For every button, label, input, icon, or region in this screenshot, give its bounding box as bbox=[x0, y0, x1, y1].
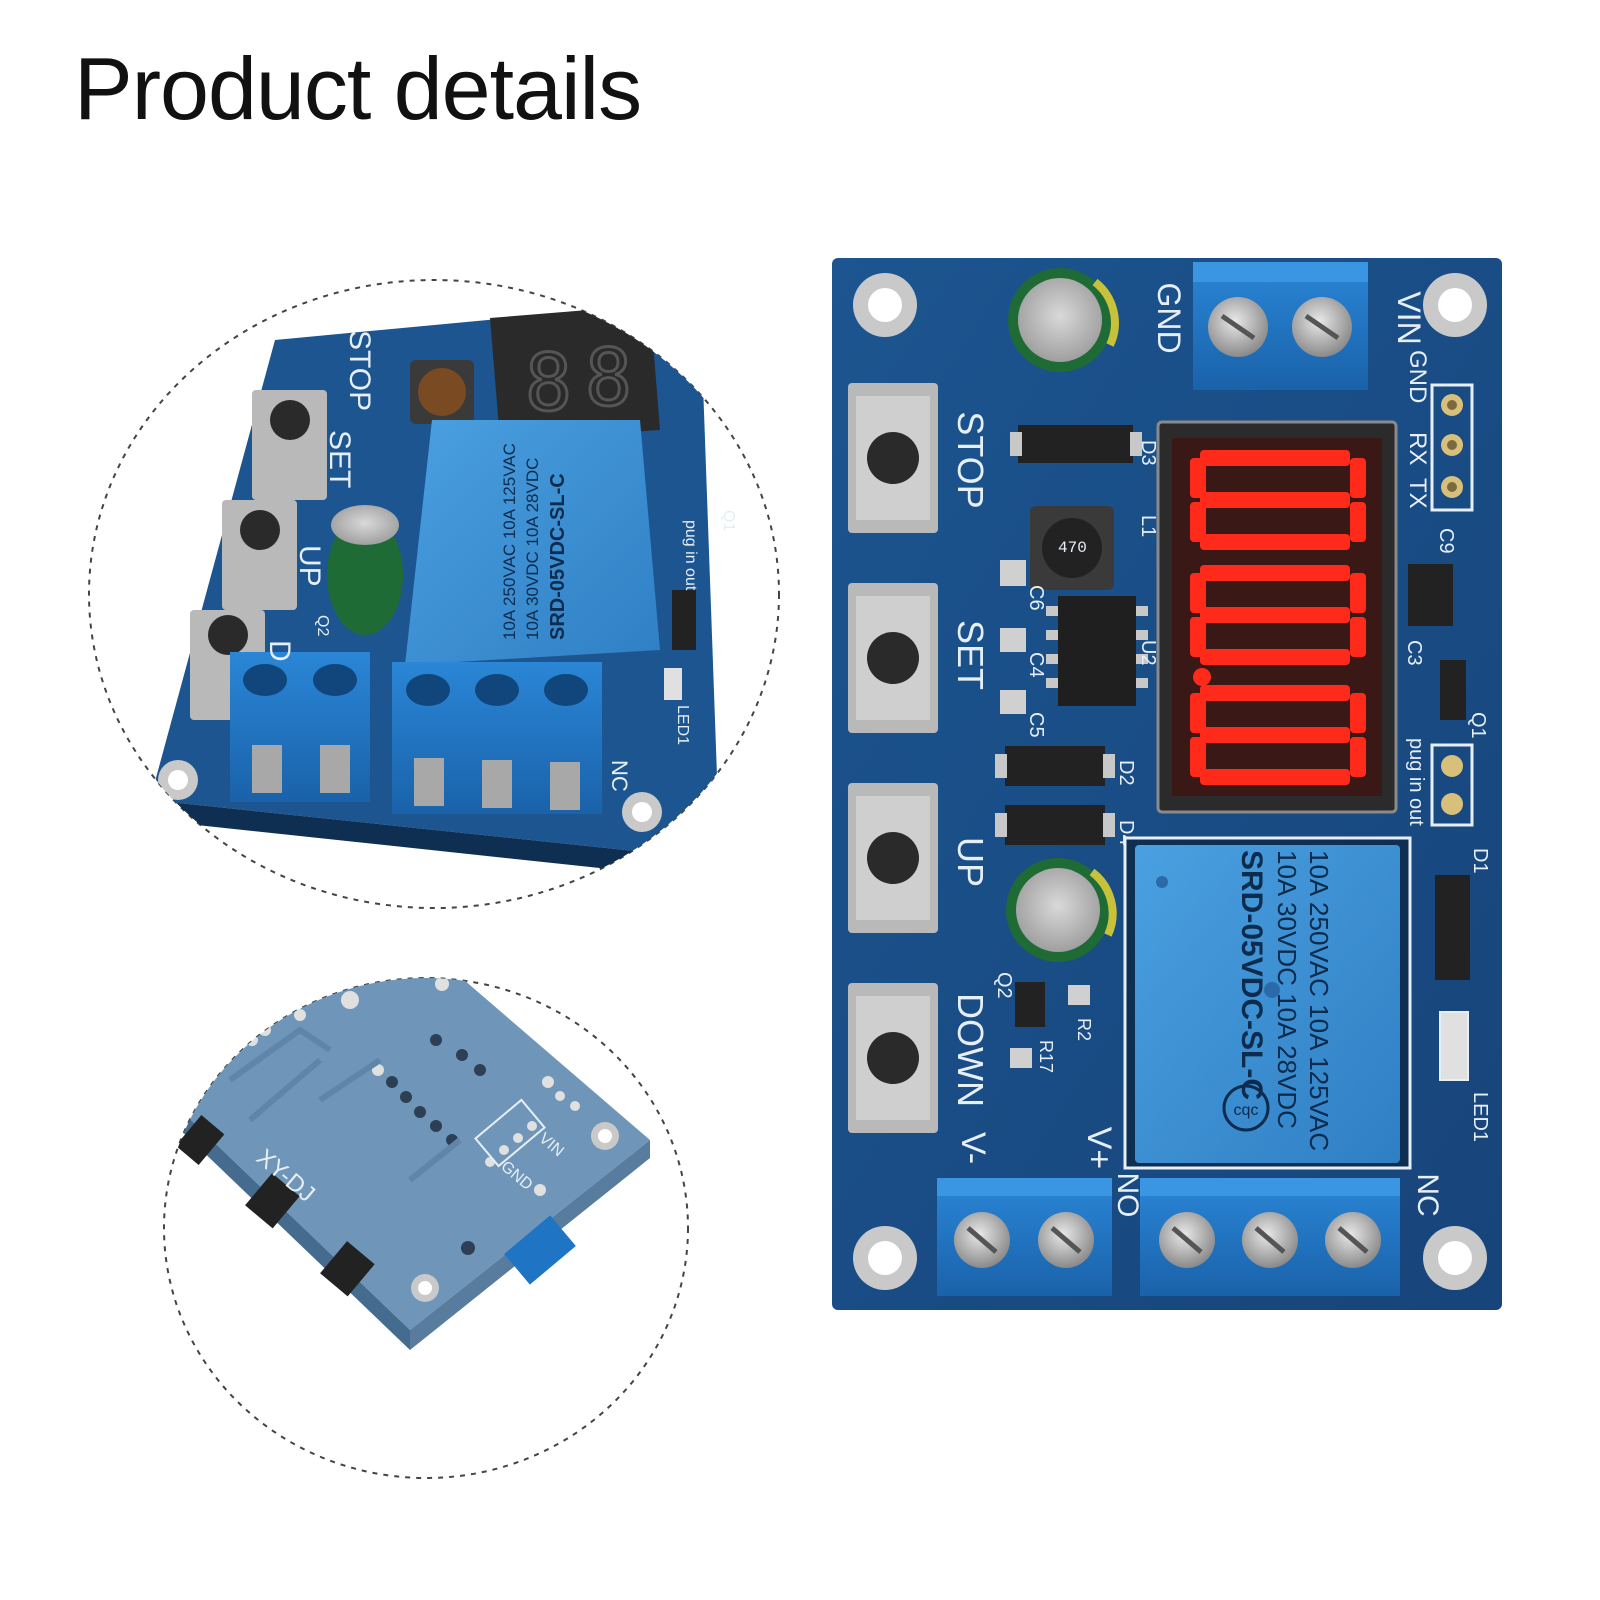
seven-segment-display bbox=[1156, 420, 1398, 814]
no-label: NO bbox=[1111, 1173, 1144, 1218]
relay: 10A 250VAC 10A 125VAC 10A 30VDC 10A 28VD… bbox=[1123, 836, 1412, 1170]
zoom-pug-label: pug in out bbox=[682, 520, 699, 591]
display-segment bbox=[1200, 534, 1350, 550]
vin-label: VIN bbox=[1391, 291, 1427, 344]
display-segment bbox=[1350, 617, 1366, 657]
l1-label: L1 bbox=[1137, 515, 1159, 537]
relay-logo: cqc bbox=[1234, 1102, 1259, 1119]
relay-terminal-block bbox=[1140, 1178, 1400, 1296]
display-segment bbox=[1190, 617, 1206, 657]
d2-label: D2 bbox=[1115, 760, 1137, 786]
set-button[interactable] bbox=[848, 583, 938, 733]
zoom-relay-model: SRD-05VDC-SL-C bbox=[547, 473, 569, 640]
display-segment bbox=[1350, 573, 1366, 613]
zoom-up-label: UP bbox=[293, 545, 326, 587]
up-button[interactable] bbox=[848, 783, 938, 933]
capacitor-bottom bbox=[1006, 858, 1117, 962]
r2-label: R2 bbox=[1074, 1018, 1094, 1041]
display-segment bbox=[1350, 737, 1366, 777]
header-tx-label: TX bbox=[1404, 478, 1431, 509]
nc-label: NC bbox=[1411, 1173, 1444, 1216]
zoom-relay-rating-2: 10A 30VDC 10A 28VDC bbox=[523, 458, 542, 640]
display-segment bbox=[1190, 693, 1206, 733]
display-digit bbox=[1190, 450, 1366, 550]
q1-label: Q1 bbox=[1467, 712, 1489, 739]
display-segment bbox=[1200, 649, 1350, 665]
display-segment bbox=[1200, 607, 1350, 623]
display-segment bbox=[1200, 565, 1350, 581]
smd-components bbox=[995, 425, 1470, 1081]
c5-label: C5 bbox=[1025, 712, 1047, 738]
down-button[interactable] bbox=[848, 983, 938, 1133]
page-title: Product details bbox=[74, 39, 642, 138]
display-digit bbox=[1190, 565, 1366, 686]
c9-label: C9 bbox=[1435, 528, 1457, 554]
load-terminal-block bbox=[937, 1178, 1112, 1296]
capacitor-top bbox=[1008, 268, 1119, 372]
c6-label: C6 bbox=[1025, 585, 1047, 611]
header-gnd-label: GND bbox=[1404, 350, 1431, 403]
gnd-label: GND bbox=[1151, 282, 1187, 353]
zoom-stop-label: STOP bbox=[343, 330, 376, 411]
display-segment bbox=[1190, 502, 1206, 542]
stop-button[interactable] bbox=[848, 383, 938, 533]
zoom-back-detail: XY-DJ GND VIN V2 bbox=[170, 918, 650, 1350]
zoom-led1-label: LED1 bbox=[674, 705, 691, 745]
svg-text:8: 8 bbox=[585, 334, 632, 424]
back-v2-label: V2 bbox=[179, 1068, 205, 1094]
v-plus-label: V+ bbox=[1080, 1127, 1118, 1170]
set-label: SET bbox=[950, 620, 991, 690]
svg-text:8: 8 bbox=[525, 339, 572, 429]
up-label: UP bbox=[950, 837, 991, 887]
power-terminal-block bbox=[1193, 262, 1368, 390]
d3-label: D3 bbox=[1137, 440, 1159, 466]
relay-model: SRD-05VDC-SL-C bbox=[1235, 850, 1268, 1100]
relay-board: GND VIN GND RX TX bbox=[832, 258, 1502, 1310]
display-segment bbox=[1200, 685, 1350, 701]
zoom-circle-top bbox=[88, 279, 780, 909]
relay-rating-2: 10A 30VDC 10A 28VDC bbox=[1272, 850, 1302, 1129]
display-segment bbox=[1200, 492, 1350, 508]
v-minus-label: V- bbox=[954, 1132, 992, 1164]
zoom-relay-rating-1: 10A 250VAC 10A 125VAC bbox=[500, 443, 519, 640]
zoom-q1-label: Q1 bbox=[720, 510, 737, 531]
display-segment bbox=[1200, 727, 1350, 743]
c3-label: C3 bbox=[1403, 640, 1425, 666]
c4-label: C4 bbox=[1025, 652, 1047, 678]
u2-label: U2 bbox=[1137, 640, 1159, 666]
zoom-front-detail: 8 8 10A 250VAC 10A 125VAC 10A 30VDC 10A … bbox=[150, 300, 737, 880]
tactile-buttons bbox=[848, 383, 938, 1133]
display-segment bbox=[1350, 502, 1366, 542]
zoom-circle-bottom bbox=[163, 977, 689, 1479]
display-digit bbox=[1190, 685, 1366, 785]
display-segment bbox=[1350, 458, 1366, 498]
warning-icon bbox=[278, 918, 330, 975]
inductor-label: 470 bbox=[1058, 539, 1087, 557]
pug-pads bbox=[1430, 743, 1474, 827]
zoom-q2-label: Q2 bbox=[314, 615, 331, 636]
down-label: DOWN bbox=[950, 993, 991, 1107]
display-segment bbox=[1190, 573, 1206, 613]
pug-label: pug in out bbox=[1405, 738, 1427, 826]
led1-label: LED1 bbox=[1469, 1092, 1491, 1142]
display-segment bbox=[1200, 769, 1350, 785]
display-segment bbox=[1190, 737, 1206, 777]
d1-label: D1 bbox=[1469, 848, 1491, 874]
display-segment bbox=[1200, 450, 1350, 466]
display-segment bbox=[1350, 693, 1366, 733]
zoom-set-label: SET bbox=[323, 430, 356, 488]
q2-label: Q2 bbox=[993, 972, 1015, 999]
zoom-d-label: D bbox=[263, 640, 296, 662]
display-decimal-point bbox=[1193, 668, 1211, 686]
relay-rating-1: 10A 250VAC 10A 125VAC bbox=[1304, 850, 1334, 1151]
header-rx-label: RX bbox=[1404, 432, 1431, 465]
r17-label: R17 bbox=[1036, 1040, 1056, 1073]
mounting-holes bbox=[853, 273, 1487, 1290]
stop-label: STOP bbox=[950, 411, 991, 508]
uart-header bbox=[1430, 383, 1474, 512]
display-digits bbox=[1190, 450, 1366, 785]
zoom-nc-label: NC bbox=[607, 760, 632, 792]
display-segment bbox=[1190, 458, 1206, 498]
